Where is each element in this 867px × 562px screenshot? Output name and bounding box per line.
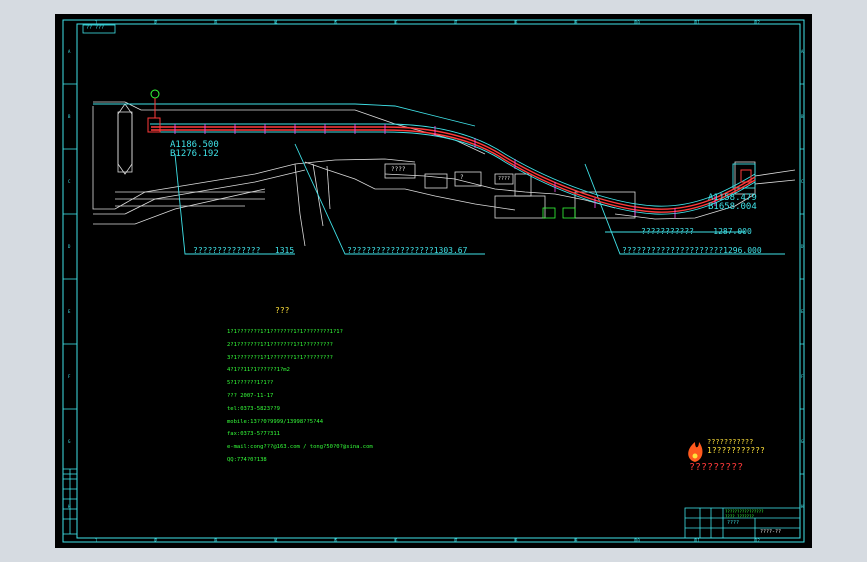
frame-row-label: G [801,439,804,444]
frame-row-label: B [68,114,71,119]
frame-col-label: 6 [395,538,398,543]
frame-col-label: 7 [455,538,458,543]
frame-col-label: 12 [755,538,760,543]
tail-station [740,169,752,183]
frame-col-label: 11 [695,20,700,25]
note-line: 1?1???????1?1???????1?1????????1?1? [227,329,343,335]
title-block [684,507,801,539]
frame-col-label: 5 [335,20,338,25]
frame-row-label: B [801,114,804,119]
frame-col-label: 9 [575,538,578,543]
frame-col-label: 4 [275,538,278,543]
elevation-value-3: 1287.000 [713,227,752,236]
elevation-value-1: 1315 [274,246,295,255]
frame-col-label: 8 [515,538,518,543]
frame-row-label: C [801,179,804,184]
left-revision-table [62,468,78,535]
frame-col-label: 9 [575,20,578,25]
frame-col-label: 1 [95,538,98,543]
note-line: tel:0373-5823??9 [227,405,280,412]
elevation-label-4-text: ????????????????????? [622,246,724,255]
frame-col-label: 5 [335,538,338,543]
head-station [147,89,161,133]
note-line: 3?1???????1?1???????1?1????????? [227,354,333,361]
elevation-label-3-text: ??????????? [641,227,694,236]
frame-col-label: 4 [275,20,278,25]
box-label-1: ???? [391,166,406,173]
frame-row-label: C [68,179,71,184]
box-label-3: ???? [498,176,511,182]
elevation-value-4: 1296.000 [723,246,762,255]
logo-line-1: ??????????? [707,438,754,446]
frame-row-label: D [68,244,71,249]
frame-row-label: G [68,439,71,444]
frame-col-label: 10 [635,538,640,543]
frame-row-label: E [68,309,71,314]
sheet-tag-box [82,24,116,34]
box-label-2: ? [460,174,464,181]
frame-row-label: D [801,244,804,249]
frame-col-label: 10 [635,20,640,25]
frame-row-label: A [68,49,71,54]
elevation-label-1: ?????????????? 1315 [193,246,294,255]
title-block-company: ???????????????? [725,509,764,514]
frame-col-label: 8 [515,20,518,25]
point-b-coord-1: A1158.479 [708,193,757,203]
title-block-code: ???? [727,520,740,526]
frame-row-label: H [68,504,71,509]
note-line: mobile:13??0?9999/13998??5?44 [227,418,324,425]
frame-col-label: 2 [155,538,158,543]
point-b-coord-2: B1658.004 [708,202,757,212]
point-a-coord-1: A1186.500 [170,140,219,150]
sheet-tag: ?? ??? [86,25,105,31]
frame-row-label: A [801,49,804,54]
flame-logo-icon [688,442,703,462]
notes-list: 1?1???????1?1???????1?1????????1?1? 2?1?… [227,326,373,467]
frame-col-label: 1 [95,20,98,25]
elevation-label-3: ??????????? 1287.000 [641,227,752,236]
note-line: ??? 2007-11-17 [227,392,274,399]
title-block-line2: ???? ??????? [725,514,754,519]
title-block-drawing-no: ????-?? [760,529,782,535]
logo-line-3: ????????? [689,462,744,473]
note-line: 5?1??????1?1?? [227,380,274,387]
frame-row-label: H [801,504,804,509]
frame-col-label: 3 [215,20,218,25]
note-line: QQ:774?0?138 [227,456,267,463]
note-line: 4?1??11?1??????1?m2 [227,367,290,374]
inner-frame [76,23,801,539]
note-line: e-mail:cong???@163.com / tong?50?0?@sina… [227,444,373,451]
outer-frame [62,19,805,543]
elevation-label-1-text: ?????????????? [193,246,261,255]
conveyor-profile-cyan [93,103,785,255]
notes-title: ??? [275,306,290,315]
frame-col-label: 2 [155,20,158,25]
logo-line-2: 1??????????? [707,446,765,455]
note-line: 2?1???????1?1???????1?1????????? [227,341,333,348]
cad-drawing [62,19,805,543]
elevation-label-4: ?????????????????????1296.000 [622,246,762,255]
frame-col-label: 7 [455,20,458,25]
belt-supports [174,124,716,218]
frame-col-label: 3 [215,538,218,543]
conveyor-belt-red [151,126,756,213]
frame-row-label: E [801,309,804,314]
frame-col-label: 6 [395,20,398,25]
elevation-label-2: ??????????????????1303.67 [347,246,467,255]
frame-col-label: 12 [755,20,760,25]
frame-row-label: F [801,374,804,379]
point-a-coord-2: B1276.192 [170,149,219,159]
frame-col-label: 11 [695,538,700,543]
note-line: fax:0373-5?7?311 [227,431,280,438]
frame-row-label: F [68,374,71,379]
elevation-label-2-text: ?????????????????? [347,246,434,255]
elevation-value-2: 1303.67 [433,246,468,255]
green-accents [542,207,576,219]
drawing-sheet: ?? ??? A1186.500 B1276.192 A1158.479 B16… [55,14,812,548]
zone-ticks [63,20,804,542]
